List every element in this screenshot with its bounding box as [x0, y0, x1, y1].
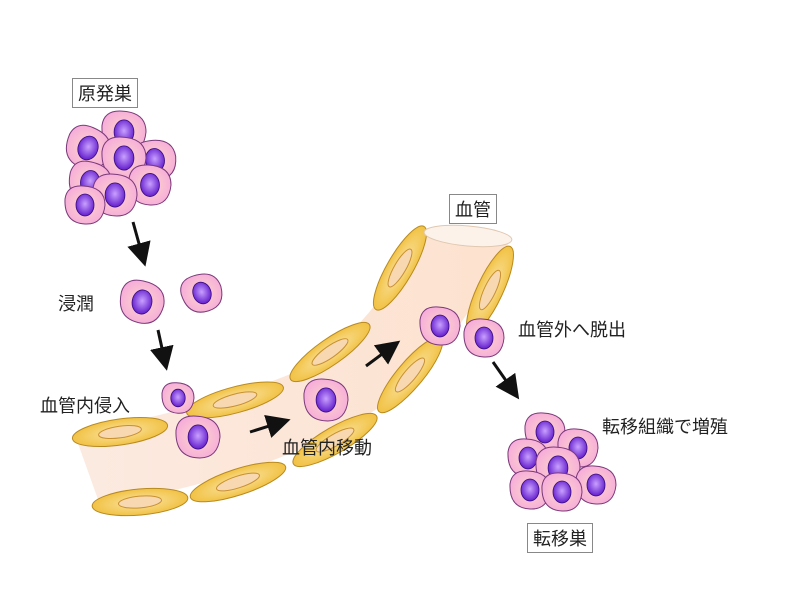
endothelial-cells	[71, 224, 514, 517]
nucleus	[131, 289, 153, 315]
nucleus	[187, 424, 209, 450]
label-extravasation: 血管外へ脱出	[518, 320, 626, 341]
nucleus	[170, 388, 186, 408]
endothelial-cell	[189, 461, 287, 503]
arrows	[127, 221, 520, 438]
tumor-cell	[180, 273, 223, 313]
nucleus	[520, 478, 540, 502]
tumor-cell	[541, 472, 583, 512]
tumor-cell	[303, 378, 349, 422]
vessel-lumen	[423, 224, 513, 248]
label-blood-vessel: 血管	[449, 194, 497, 224]
endothelial-cell	[466, 245, 514, 335]
nucleus	[586, 473, 606, 497]
nucleus	[113, 145, 135, 171]
nucleus	[140, 173, 160, 197]
tumor-cell	[128, 164, 172, 206]
tumor-cell	[509, 470, 551, 510]
arrow-icon	[150, 329, 174, 371]
label-proliferation: 転移組織で増殖	[602, 417, 728, 438]
label-metastasis: 転移巣	[527, 523, 593, 553]
nucleus	[430, 314, 450, 338]
label-intravasation: 血管内侵入	[40, 396, 130, 417]
nucleus	[518, 446, 538, 470]
nucleus	[77, 135, 99, 161]
arrow-icon	[127, 221, 151, 267]
label-invasion: 浸潤	[58, 294, 94, 315]
nucleus	[535, 420, 555, 444]
tumor-cell	[175, 415, 221, 459]
arrow-icon	[249, 415, 291, 438]
endothelial-cell	[289, 321, 371, 383]
tumor-cell	[419, 306, 461, 346]
endothelial-cell	[292, 412, 378, 468]
nucleus	[552, 480, 572, 504]
nucleus	[75, 193, 95, 217]
tumor-cell	[575, 465, 617, 505]
nucleus	[315, 387, 337, 413]
nucleus	[192, 281, 212, 305]
arrow-icon	[491, 361, 520, 400]
tumor-cell	[463, 318, 505, 358]
endothelial-cell	[71, 416, 169, 448]
endothelial-cell	[372, 225, 428, 311]
tumor-cell	[64, 185, 106, 225]
tumor-cell	[161, 382, 195, 414]
endothelial-cell	[91, 487, 189, 517]
tumor-cells	[64, 110, 617, 512]
tumor-cell	[119, 279, 165, 324]
arrow-icon	[365, 340, 401, 368]
nucleus	[474, 326, 494, 350]
nucleus	[104, 182, 126, 208]
label-intravascular-transport: 血管内移動	[282, 438, 372, 459]
endothelial-cell	[186, 381, 284, 419]
label-primary-tumor: 原発巣	[72, 78, 138, 108]
blood-vessel	[75, 232, 510, 505]
